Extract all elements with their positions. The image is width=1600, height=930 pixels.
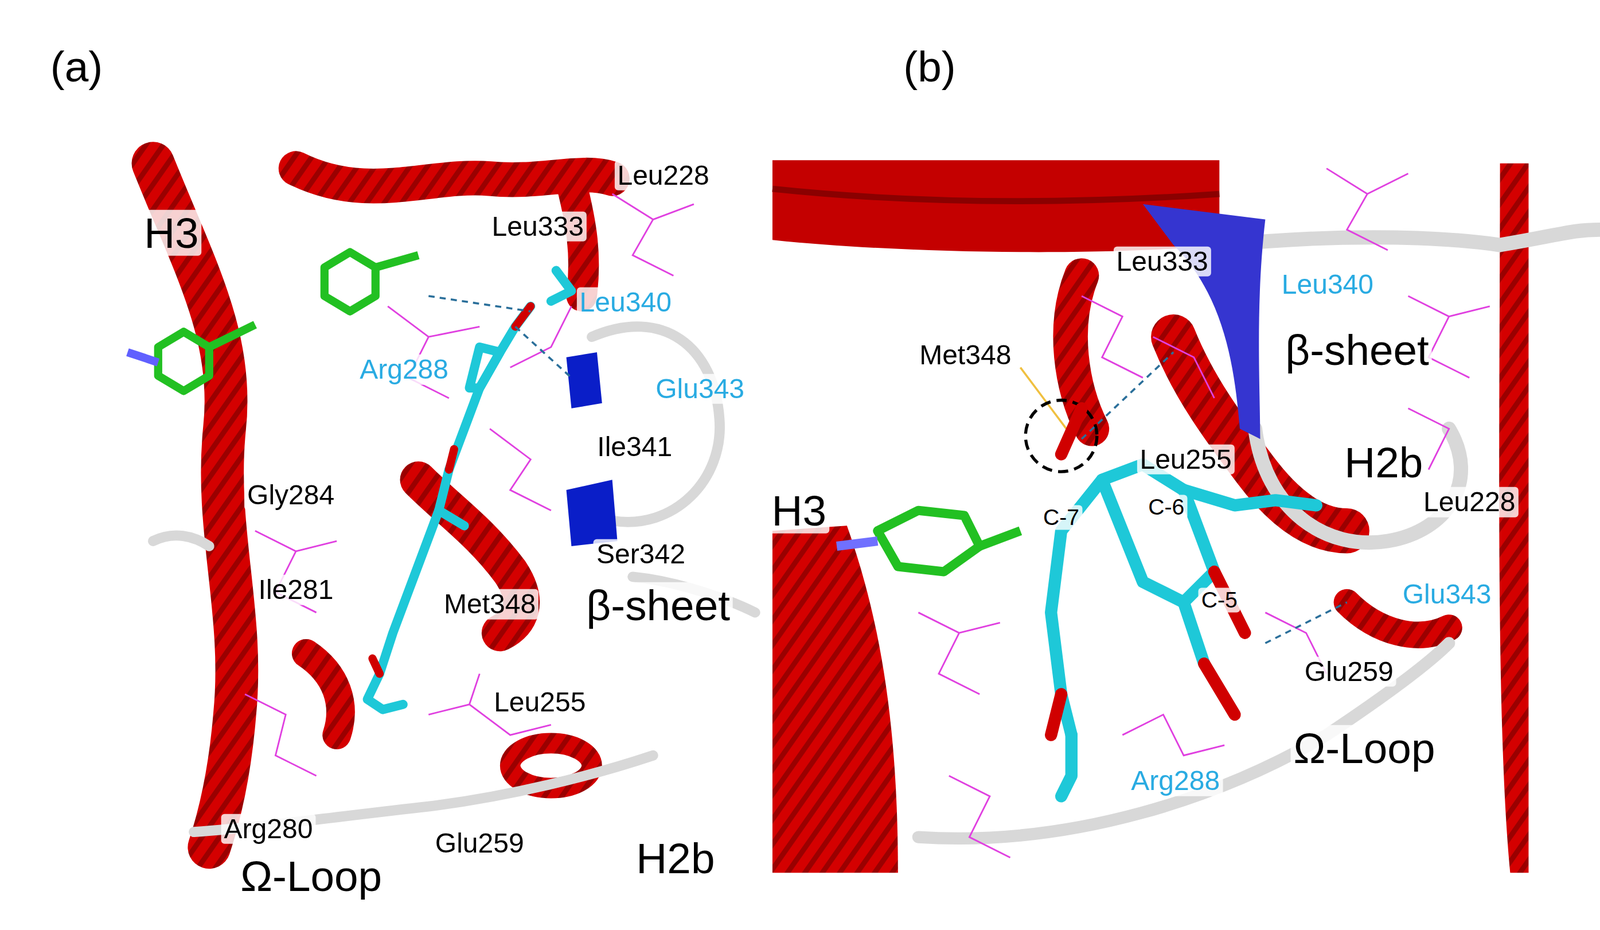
residue-label: Glu343 [652, 373, 748, 404]
panel-a [127, 163, 755, 848]
residue-label: Ser342 [593, 539, 689, 569]
helix-label: H2b [633, 834, 718, 881]
panel-label: (a) [47, 43, 106, 89]
helix-label: H3 [768, 486, 830, 533]
residue-label: Glu343 [1399, 578, 1495, 609]
residue-label: Glu259 [1301, 656, 1397, 687]
structure-label: β-sheet [1282, 326, 1432, 373]
residue-label: Arg280 [221, 813, 316, 844]
structure-label: β-sheet [583, 582, 733, 628]
helix-label: H2b [1341, 439, 1426, 486]
residue-label: Gly284 [244, 480, 338, 510]
atom-label: C-5 [1198, 587, 1241, 613]
residue-label: Ile341 [594, 431, 675, 462]
residue-label: Leu255 [490, 687, 589, 717]
atom-label: C-7 [1040, 505, 1083, 530]
structure-label: Ω-Loop [237, 852, 385, 899]
structure-label: Ω-Loop [1290, 724, 1438, 771]
residue-label: Met348 [441, 588, 539, 619]
atom-label: C-6 [1145, 494, 1188, 520]
residue-label: Leu228 [1420, 486, 1518, 517]
residue-label: Leu255 [1136, 443, 1235, 474]
residue-label: Glu259 [432, 828, 528, 858]
residue-label: Leu333 [489, 211, 587, 242]
residue-label: Leu340 [1278, 269, 1377, 300]
residue-label: Ile281 [255, 574, 337, 605]
residue-label: Leu340 [576, 286, 675, 317]
residue-label: Leu333 [1113, 246, 1212, 276]
panel-label: (b) [900, 43, 959, 89]
panel-b [772, 160, 1600, 873]
residue-label: Arg288 [356, 354, 452, 385]
residue-label: Leu228 [614, 160, 712, 191]
residue-label: Arg288 [1128, 765, 1223, 796]
residue-label: Met348 [916, 340, 1014, 370]
helix-label: H3 [141, 209, 202, 256]
